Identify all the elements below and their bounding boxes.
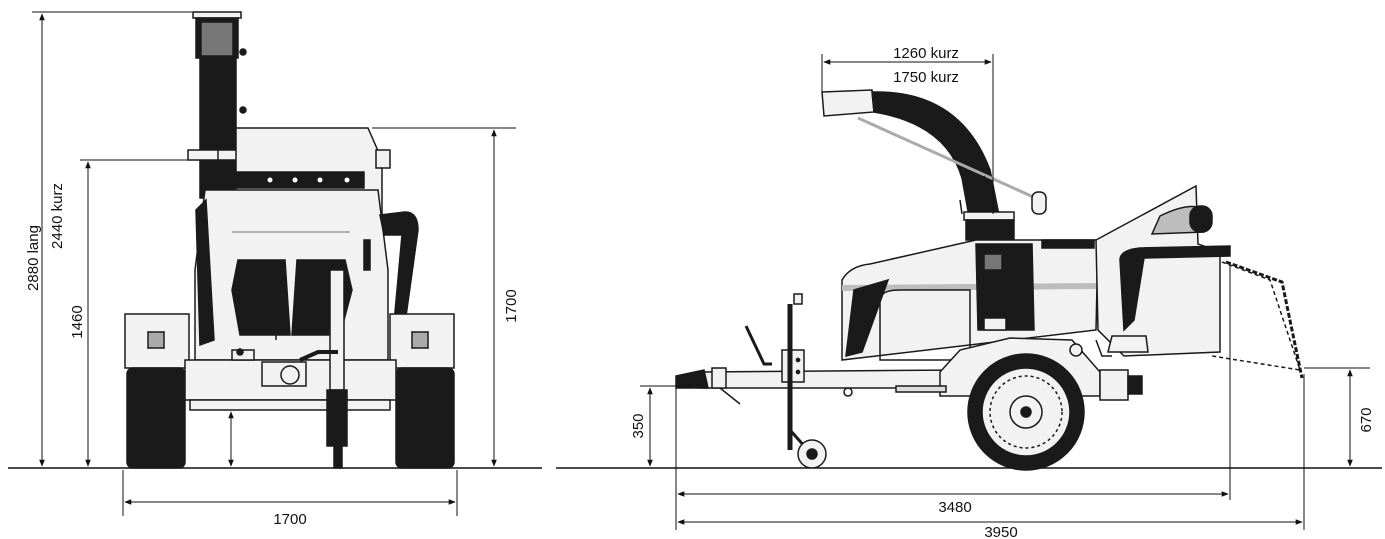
side-view-machine	[675, 89, 1304, 471]
label-length-folded: 3480	[938, 499, 971, 516]
label-chute-reach-short: 1260 kurz	[893, 45, 959, 62]
label-height-hood: 1700	[503, 289, 520, 322]
label-length-open: 3950	[984, 524, 1017, 539]
side-view-dimensions	[640, 54, 1370, 530]
label-height-short: 2440 kurz	[49, 183, 66, 249]
label-feed-height: 670	[1358, 407, 1375, 432]
label-width: 1700	[273, 511, 306, 528]
label-height-long: 2880 lang	[25, 225, 42, 291]
label-hitch-height: 350	[630, 413, 647, 438]
front-view-dimensions	[32, 11, 516, 516]
label-height-feed: 1460	[69, 305, 86, 338]
front-view-machine	[124, 11, 455, 469]
label-chute-reach-long: 1750 kurz	[893, 69, 959, 86]
